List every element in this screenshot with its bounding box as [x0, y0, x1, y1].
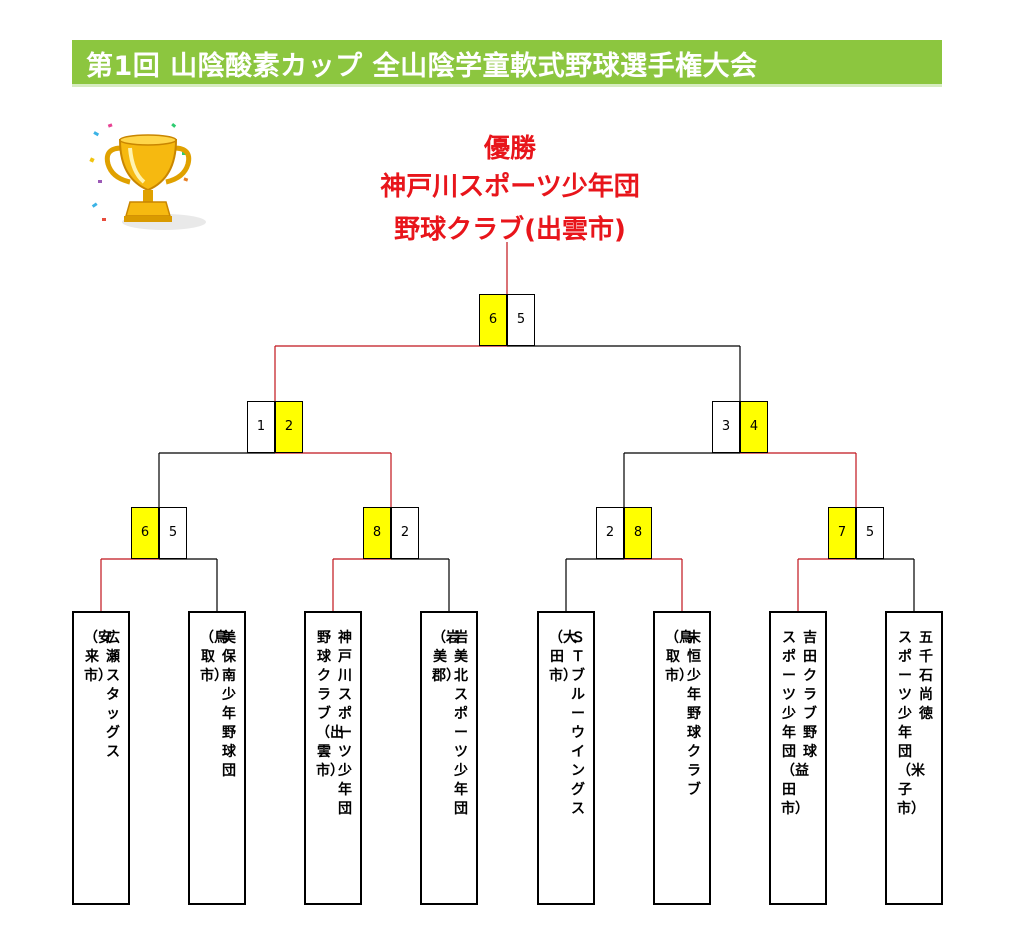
winner-team-line2: 野球クラブ(出雲市) — [394, 215, 626, 245]
team-name: 吉田クラブ野球 — [803, 630, 817, 760]
team-box: 岩美北スポーツ少年団（岩美郡） — [420, 611, 478, 905]
team-location: スポーツ少年団（米子市） — [897, 630, 925, 817]
team-location: スポーツ少年団（益田市） — [781, 630, 809, 817]
final-match-score-right: 5 — [507, 294, 535, 346]
team-location: （鳥取市） — [665, 630, 693, 684]
team-location: （岩美郡） — [432, 630, 460, 684]
team-name: 美保南少年野球団 — [222, 630, 236, 779]
round1-match-3-score-right: 8 — [624, 507, 652, 559]
team-box: 吉田クラブ野球スポーツ少年団（益田市） — [769, 611, 827, 905]
team-location: （安来市） — [84, 630, 112, 684]
round1-match-4-score-right: 5 — [856, 507, 884, 559]
team-location: 野球クラブ（出雲市） — [316, 630, 344, 779]
semifinal-match-2-score-right: 4 — [740, 401, 768, 453]
team-location: （大田市） — [549, 630, 577, 684]
round1-match-2-score-left: 8 — [363, 507, 391, 559]
team-name: ＳＴブルーウイングス — [571, 630, 585, 817]
team-name: 神戸川スポーツ少年団 — [338, 630, 352, 817]
team-box: 末恒少年野球クラブ（鳥取市） — [653, 611, 711, 905]
team-box: ＳＴブルーウイングス（大田市） — [537, 611, 595, 905]
final-match-score-left: 6 — [479, 294, 507, 346]
team-box: 広瀬スタッグス（安来市） — [72, 611, 130, 905]
semifinal-match-1-score-right: 2 — [275, 401, 303, 453]
trophy-icon — [89, 122, 206, 230]
team-box: 美保南少年野球団（鳥取市） — [188, 611, 246, 905]
team-box: 五千石尚徳スポーツ少年団（米子市） — [885, 611, 943, 905]
team-name: 末恒少年野球クラブ — [687, 630, 701, 798]
team-box: 神戸川スポーツ少年団野球クラブ（出雲市） — [304, 611, 362, 905]
team-name: 岩美北スポーツ少年団 — [454, 630, 468, 817]
winner-team-line1: 神戸川スポーツ少年団 — [380, 172, 640, 202]
team-name: 五千石尚徳 — [919, 630, 933, 722]
round1-match-4-score-left: 7 — [828, 507, 856, 559]
team-location: （鳥取市） — [200, 630, 228, 684]
round1-match-1-score-right: 5 — [159, 507, 187, 559]
semifinal-match-1-score-left: 1 — [247, 401, 275, 453]
team-name: 広瀬スタッグス — [106, 630, 120, 760]
round1-match-1-score-left: 6 — [131, 507, 159, 559]
page-title: 第1回 山陰酸素カップ 全山陰学童軟式野球選手権大会 — [86, 51, 758, 82]
semifinal-match-2-score-left: 3 — [712, 401, 740, 453]
round1-match-2-score-right: 2 — [391, 507, 419, 559]
round1-match-3-score-left: 2 — [596, 507, 624, 559]
title-bar: 第1回 山陰酸素カップ 全山陰学童軟式野球選手権大会 — [72, 40, 942, 87]
winner-label: 優勝 — [483, 134, 536, 164]
